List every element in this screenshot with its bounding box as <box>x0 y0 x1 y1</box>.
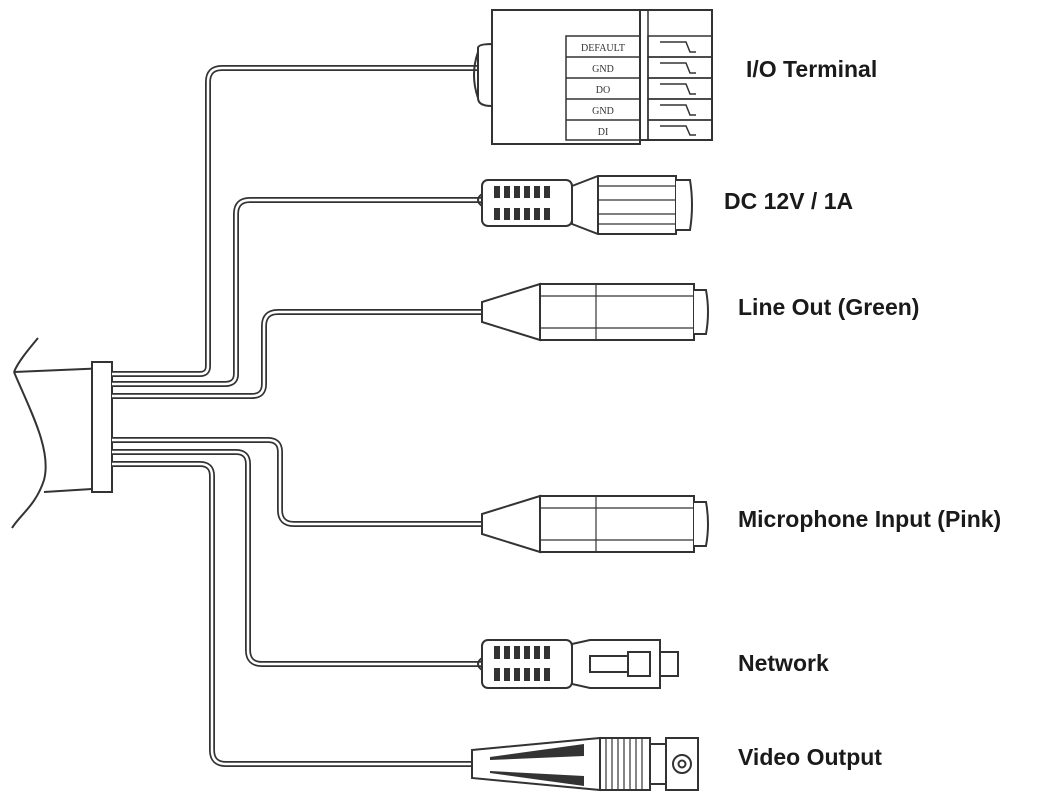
mic-input-label: Microphone Input (Pink) <box>738 506 1002 532</box>
pin-label-gnd-2: GND <box>592 106 614 117</box>
mic-connector <box>481 494 709 554</box>
wire-line-out <box>112 309 482 399</box>
wire-network <box>112 449 482 667</box>
power-label: DC 12V / 1A <box>724 188 854 214</box>
network-connector <box>477 639 679 689</box>
network-label: Network <box>738 650 829 676</box>
io-terminal-connector <box>473 9 713 145</box>
wire-mic <box>112 437 482 527</box>
line-out-label: Line Out (Green) <box>738 294 920 320</box>
pin-label-di: DI <box>598 127 609 138</box>
io-pin-labels: DEFAULT GND DO GND DI <box>581 43 625 138</box>
io-terminal-label: I/O Terminal <box>746 56 878 82</box>
wire-io <box>112 65 490 377</box>
pin-label-do: DO <box>596 85 610 96</box>
video-connector <box>471 736 699 792</box>
pin-label-default: DEFAULT <box>581 43 625 54</box>
line-out-connector <box>481 282 709 342</box>
pin-label-gnd-1: GND <box>592 64 614 75</box>
video-output-label: Video Output <box>738 744 882 770</box>
wire-video <box>112 461 472 767</box>
power-connector <box>477 175 693 235</box>
wire-power <box>112 197 482 387</box>
cable-body <box>11 337 113 529</box>
